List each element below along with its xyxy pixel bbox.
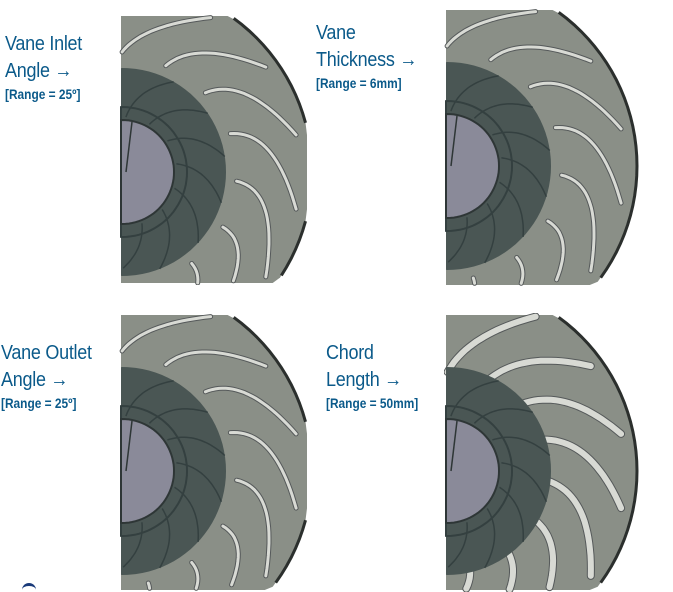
- hub-blade-edge: [447, 217, 468, 263]
- vane: [164, 350, 268, 368]
- impeller-drawing: [444, 9, 639, 286]
- impeller-image-outlet-angle: [119, 313, 309, 592]
- shaft-line: [450, 115, 458, 167]
- vane: [228, 131, 298, 211]
- vane: [528, 81, 623, 131]
- impeller-drawing: [119, 314, 307, 591]
- label-title-line1: Vane: [316, 22, 356, 44]
- vane: [190, 262, 200, 285]
- label-title-line1: Chord: [326, 342, 374, 364]
- vane: [546, 219, 565, 282]
- shaft-line: [125, 121, 133, 173]
- label-range: [Range = 6mm]: [316, 75, 402, 91]
- vane: [479, 357, 594, 389]
- impeller-rim: [232, 17, 307, 124]
- impeller-eye: [445, 112, 501, 220]
- label-range: [Range = 50mm]: [326, 395, 419, 411]
- impeller-eye: [120, 118, 176, 226]
- vane: [510, 396, 625, 437]
- impeller-drawing: [119, 15, 307, 285]
- vane: [221, 524, 240, 587]
- vane: [235, 179, 271, 279]
- label-title-line1: Vane Outlet: [1, 342, 92, 364]
- impeller-drawing: [444, 313, 639, 592]
- impeller-eye: [445, 417, 501, 525]
- label-chord-length: Chord Length → [Range = 50mm]: [326, 340, 435, 412]
- label-title-line2: Angle →: [5, 60, 73, 82]
- shaft-line: [450, 420, 458, 472]
- impeller-rim: [599, 165, 639, 279]
- vane: [444, 313, 539, 375]
- impeller-image-inlet-angle: [119, 14, 309, 285]
- vane: [164, 51, 268, 69]
- impeller-rim: [274, 519, 307, 584]
- hub-blade-edge: [447, 522, 468, 568]
- vane: [120, 16, 213, 54]
- label-vane-inlet-angle: Vane Inlet Angle → [Range = 25º]: [5, 31, 94, 103]
- vane: [190, 561, 200, 590]
- impeller-image-thickness: [444, 8, 646, 287]
- vane: [553, 125, 623, 205]
- vane: [445, 10, 538, 48]
- vane: [221, 225, 240, 283]
- label-range: [Range = 25º]: [5, 86, 81, 102]
- vane: [560, 173, 596, 273]
- vane: [203, 87, 298, 137]
- vane: [203, 386, 298, 436]
- vane: [228, 430, 298, 510]
- impeller-image-chord-length: [444, 313, 644, 592]
- vane: [535, 475, 594, 579]
- vane: [235, 478, 271, 578]
- partial-logo-mark: [22, 583, 36, 592]
- impeller-eye: [120, 417, 176, 525]
- hub-blade-edge: [122, 522, 143, 568]
- impeller-rim: [599, 470, 639, 584]
- hub-blade-edge: [122, 223, 143, 269]
- impeller-rim: [280, 220, 307, 277]
- shaft-line: [125, 420, 133, 472]
- vane: [530, 436, 625, 512]
- impeller-rim: [557, 11, 639, 167]
- vane: [471, 276, 477, 285]
- impeller-rim: [232, 316, 307, 423]
- vane: [146, 581, 152, 590]
- label-title-line2: Length →: [326, 369, 402, 391]
- label-range: [Range = 25º]: [1, 395, 77, 411]
- label-title-line2: Angle →: [1, 369, 69, 391]
- label-vane-thickness: Vane Thickness → [Range = 6mm]: [316, 20, 428, 92]
- impeller-rim: [557, 316, 639, 472]
- vane: [524, 512, 557, 591]
- vane: [120, 315, 213, 353]
- label-title-line2: Thickness →: [316, 49, 418, 71]
- vane: [515, 256, 525, 285]
- vane: [489, 45, 593, 63]
- label-vane-outlet-angle: Vane Outlet Angle → [Range = 25º]: [1, 340, 102, 412]
- label-title-line1: Vane Inlet: [5, 33, 83, 55]
